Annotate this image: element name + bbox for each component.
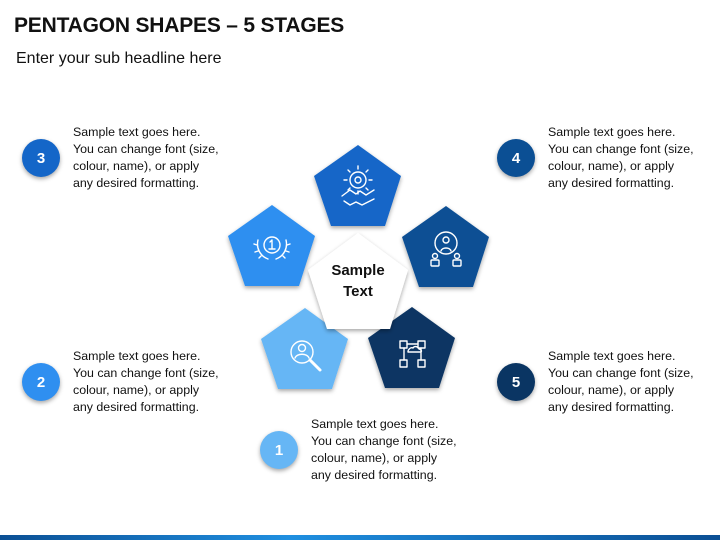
page-title: PENTAGON SHAPES – 5 STAGES	[14, 14, 345, 37]
stage-1-text: Sample text goes here. You can change fo…	[311, 417, 457, 482]
stage-2-text: Sample text goes here. You can change fo…	[73, 349, 219, 414]
stage-4-badge: 4	[497, 139, 535, 177]
stage-4-pentagon	[402, 206, 489, 287]
stage-3-text: Sample text goes here. You can change fo…	[73, 125, 219, 190]
team-cycle-icon	[430, 231, 462, 267]
center-label: Sample Text	[331, 262, 385, 300]
stage-5-text: Sample text goes here. You can change fo…	[548, 349, 694, 414]
center-pentagon	[308, 233, 408, 329]
bottom-accent-bar	[0, 535, 720, 540]
stage-1-badge: 1	[260, 431, 298, 469]
stage-5-badge: 5	[497, 363, 535, 401]
stage-2-badge: 2	[22, 363, 60, 401]
stage-1-pentagon	[261, 308, 348, 389]
stage-4-text: Sample text goes here. You can change fo…	[548, 125, 694, 190]
stage-3-pentagon	[314, 145, 401, 226]
network-cloud-icon	[399, 340, 426, 368]
stage-2-pentagon	[228, 205, 315, 286]
laurel-award-icon	[253, 236, 291, 260]
handshake-gear-icon	[341, 165, 375, 206]
magnifier-person-icon	[290, 340, 322, 372]
page-subtitle: Enter your sub headline here	[16, 50, 222, 67]
stage-3-badge: 3	[22, 139, 60, 177]
